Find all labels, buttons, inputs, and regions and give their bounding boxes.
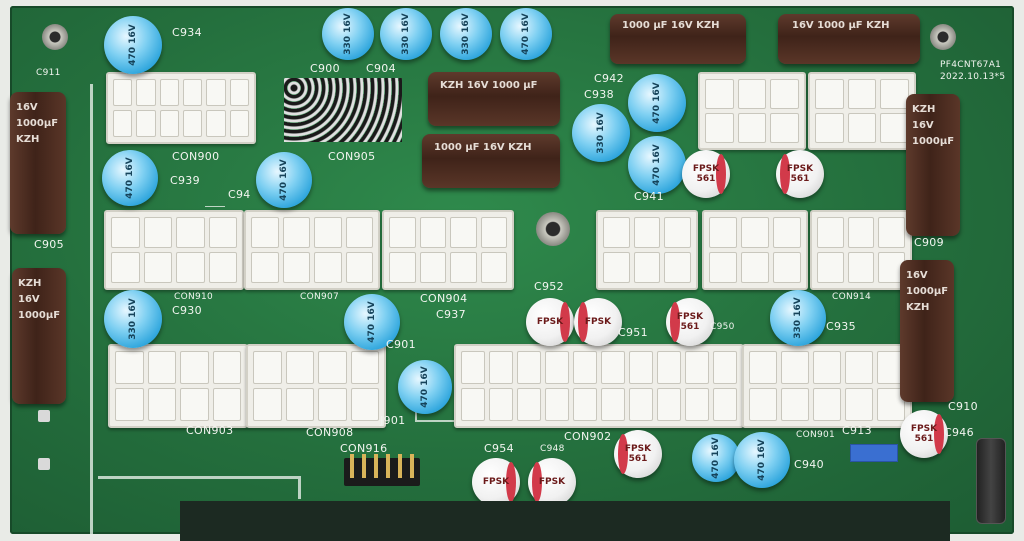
connector-top-right-b: [808, 72, 916, 150]
silk-label: CON910: [174, 292, 214, 302]
solid-capacitor: FPSK 561: [666, 298, 714, 346]
electrolytic-capacitor: 1000 µF 16V KZH: [422, 134, 560, 188]
connector-con914: [810, 210, 912, 290]
electrolytic-capacitor: KZH 16V 1000 µF: [428, 72, 560, 126]
silkscreen-outline: [90, 84, 95, 534]
silk-label: J901: [380, 414, 406, 427]
polymer-capacitor: 330 16V: [322, 8, 374, 60]
silk-label: C935: [826, 320, 856, 333]
polymer-capacitor: 330 16V: [380, 8, 432, 60]
solid-capacitor: FPSK 561: [776, 150, 824, 198]
mounting-hole-top-left: [42, 24, 68, 50]
electrolytic-capacitor: KZH 16V 1000µF: [906, 94, 960, 236]
connector-con915: [596, 210, 698, 290]
solid-capacitor: FPSK 561: [682, 150, 730, 198]
solid-capacitor: FPSK: [574, 298, 622, 346]
silkscreen-outline: [98, 476, 301, 499]
polymer-capacitor: 470 16V: [102, 150, 158, 206]
connector-con908: [246, 344, 386, 428]
polymer-capacitor: 470 16V: [692, 434, 740, 482]
silk-label: C951: [618, 326, 648, 339]
connector-con904: [382, 210, 514, 290]
pin-header-con916: [344, 454, 420, 486]
connector-con903: [108, 344, 248, 428]
silk-label: C937: [436, 308, 466, 321]
standoff-hole: [536, 212, 570, 246]
polymer-capacitor: 330 16V: [770, 290, 826, 346]
electrolytic-capacitor: 16V 1000µF KZH: [10, 92, 66, 234]
silk-label: C941: [634, 190, 664, 203]
board-marking: 2022.10.13*5: [940, 72, 1006, 82]
silk-label: C913: [842, 424, 872, 437]
solid-capacitor: FPSK: [472, 458, 520, 506]
silk-label: C938: [584, 88, 614, 101]
polymer-capacitor: 470 16V: [628, 136, 686, 194]
electrolytic-capacitor: KZH 16V 1000µF: [12, 268, 66, 404]
polymer-capacitor: 470 16V: [256, 152, 312, 208]
polymer-capacitor: 470 16V: [344, 294, 400, 350]
connector-con902: [454, 344, 744, 428]
silk-label: CON904: [420, 292, 468, 305]
polymer-capacitor: 470 16V: [104, 16, 162, 74]
silk-label: C946: [944, 426, 974, 439]
silk-label: C954: [484, 442, 514, 455]
silk-label: C948: [540, 444, 565, 454]
silk-label: CON916: [340, 442, 388, 455]
solid-capacitor: FPSK: [528, 458, 576, 506]
silk-label: CON902: [564, 430, 612, 443]
solid-capacitor: FPSK 561: [614, 430, 662, 478]
silk-label: C911: [36, 68, 61, 78]
electrolytic-capacitor: 16V 1000 µF KZH: [778, 14, 920, 64]
connector-con916-right: [702, 210, 808, 290]
pin-header-con905: [284, 78, 402, 142]
electrolytic-capacitor: 16V 1000µF KZH: [900, 260, 954, 402]
pcb-board: 1000 µF 16V KZH 16V 1000 µF KZH KZH 16V …: [10, 6, 1014, 541]
smd-component-strip: [180, 501, 950, 541]
silk-label: C934: [172, 26, 202, 39]
solid-capacitor: FPSK 561: [900, 410, 948, 458]
silk-label: C905: [34, 238, 64, 251]
silk-label: C94: [228, 188, 251, 201]
polymer-capacitor: 330 16V: [572, 104, 630, 162]
polymer-capacitor: 470 16V: [628, 74, 686, 132]
connector-con907: [244, 210, 380, 290]
polymer-capacitor: 330 16V: [104, 290, 162, 348]
silk-label: C939: [170, 174, 200, 187]
polymer-capacitor: 470 16V: [398, 360, 452, 414]
silk-label: C910: [948, 400, 978, 413]
silk-label: C900: [310, 62, 340, 75]
polymer-capacitor: 470 16V: [734, 432, 790, 488]
silk-label: CON914: [832, 292, 872, 302]
solid-capacitor: FPSK: [526, 298, 574, 346]
silk-label: CON901: [796, 430, 836, 440]
silk-label: CON900: [172, 150, 220, 163]
connector-con901: [742, 344, 912, 428]
electrolytic-capacitor: 1000 µF 16V KZH: [610, 14, 746, 64]
solder-pad: [38, 410, 50, 422]
board-marking: PF4CNT67A1: [940, 60, 1002, 70]
silk-label: CON907: [300, 292, 340, 302]
silk-label: CON903: [186, 424, 234, 437]
silkscreen-outline: [205, 206, 225, 208]
polymer-capacitor: 330 16V: [440, 8, 492, 60]
silk-label: C904: [366, 62, 396, 75]
polymer-capacitor: 470 16V: [500, 8, 552, 60]
connector-con910: [104, 210, 244, 290]
silk-label: C950: [710, 322, 735, 332]
mounting-hole-top-right: [930, 24, 956, 50]
solder-pad: [38, 458, 50, 470]
silk-label: C909: [914, 236, 944, 249]
silk-label: CON908: [306, 426, 354, 439]
silk-label: C940: [794, 458, 824, 471]
silk-label: CON905: [328, 150, 376, 163]
connector-top-right-a: [698, 72, 806, 150]
connector-con900: [106, 72, 256, 144]
silk-label: C930: [172, 304, 202, 317]
smd-component: [850, 444, 898, 462]
silk-label: C901: [386, 338, 416, 351]
electrolytic-capacitor-small: [976, 438, 1006, 524]
silk-label: C952: [534, 280, 564, 293]
silk-label: C942: [594, 72, 624, 85]
